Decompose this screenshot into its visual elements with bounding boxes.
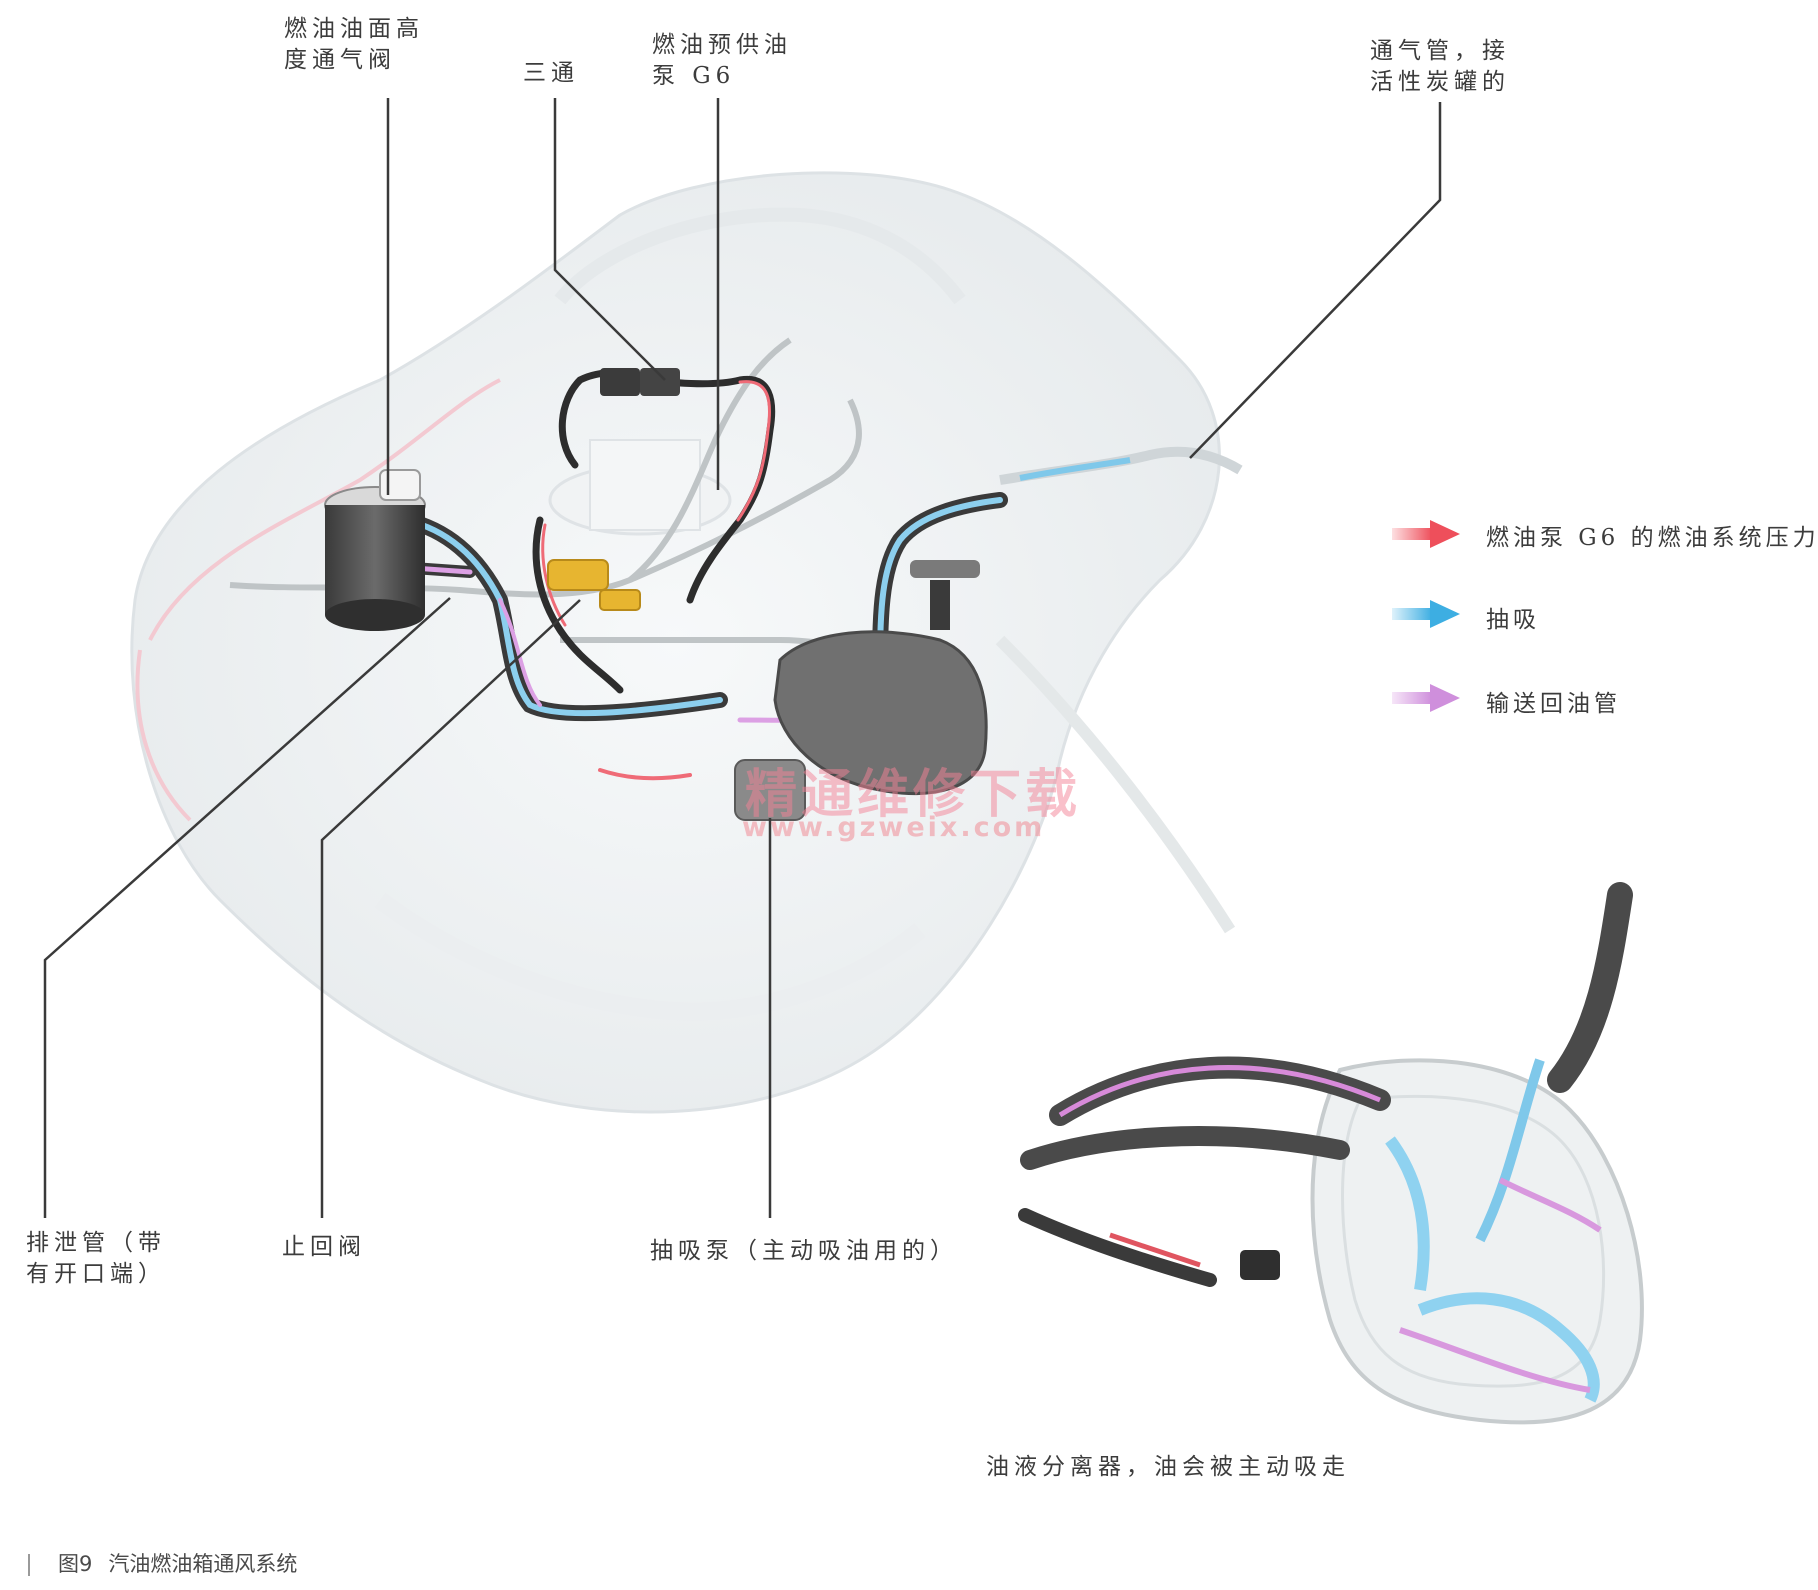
pressure-line [532, 369, 776, 781]
figure-title: 汽油燃油箱通风系统 [108, 1552, 298, 1576]
level-vent-valve [324, 469, 426, 631]
legend-text-return: 输送回油管 [1486, 691, 1621, 717]
suction-pump-body [734, 560, 988, 821]
vent-pipe [999, 446, 1243, 485]
label-suction-pump: 抽吸泵（主动吸油用的） [650, 1238, 958, 1264]
tee-fitting [547, 559, 641, 611]
label-check-valve: 止回阀 [282, 1234, 366, 1260]
oil-separator-inset [1018, 882, 1644, 1425]
label-tee: 三通 [523, 60, 579, 86]
watermark-text: 精通维修下载 [745, 765, 1082, 825]
legend-arrow-pressure [1392, 520, 1460, 548]
legend-text-pressure: 燃油泵 G6 的燃油系统压力 [1486, 525, 1818, 551]
label-drain-pipe: 排泄管（带 有开口端） [26, 1230, 166, 1287]
label-vent-pipe: 通气管，接 活性炭罐的 [1370, 38, 1510, 95]
leader-lines [43, 98, 1442, 1218]
figure-number: 图9 [58, 1552, 93, 1576]
three-way-connector [600, 368, 680, 396]
legend-text-suction: 抽吸 [1486, 607, 1540, 633]
watermark-url: www.gzweix.com [742, 812, 1046, 843]
figure-caption: 图9 汽油燃油箱通风系统 [28, 1548, 297, 1578]
legend-arrow-return [1392, 684, 1460, 712]
label-level-vent-valve: 燃油油面高 度通气阀 [284, 16, 424, 73]
label-oil-separator: 油液分离器，油会被主动吸走 [986, 1454, 1350, 1480]
legend-arrow-suction [1392, 600, 1460, 628]
caption-divider [28, 1554, 30, 1576]
label-prefeed-pump: 燃油预供油 泵 G6 [652, 32, 792, 89]
